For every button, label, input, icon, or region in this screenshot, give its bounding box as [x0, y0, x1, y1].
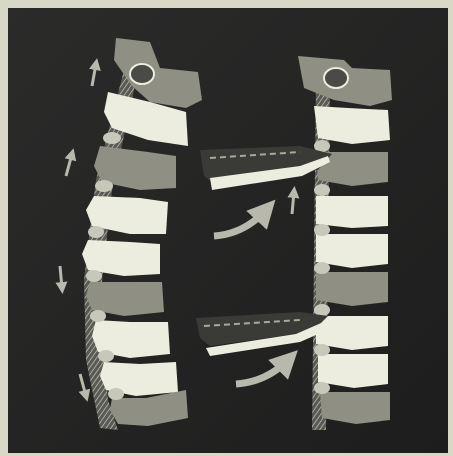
arrow-up-icon	[292, 192, 294, 214]
right-vertebra-5	[316, 234, 388, 268]
right-vertebra-4	[316, 196, 388, 228]
right-vertebra-2	[314, 106, 390, 144]
arrow-down-icon	[60, 266, 62, 288]
right-vertebra-8	[318, 354, 388, 388]
right-vertebra-9	[320, 392, 390, 424]
right-vertebra-6	[316, 272, 388, 306]
